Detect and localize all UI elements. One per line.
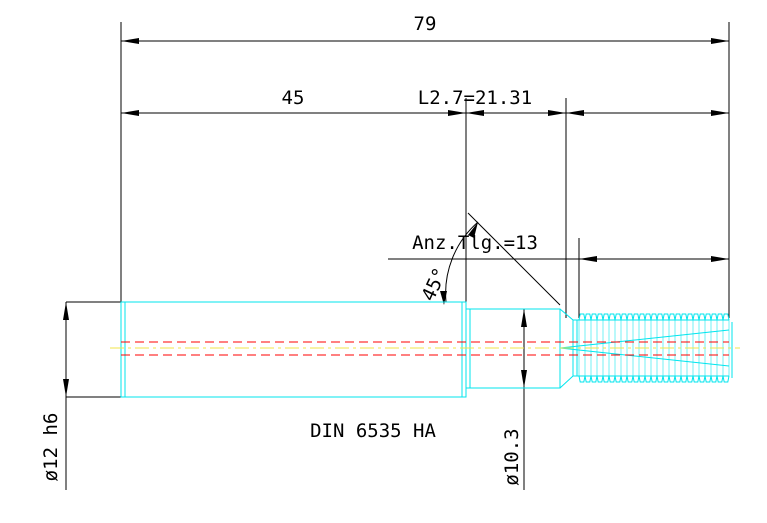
tool-outline [120,301,733,398]
dimension-shank-diameter: ø12 h6 [40,302,69,490]
dimension-thread-count: Anz.Tlg.=13 [388,232,729,262]
thread-length-label: L2.7=21.31 [418,87,532,109]
dimension-shank-length: 45 L2.7=21.31 [121,87,729,116]
total-length-label: 79 [414,13,437,35]
extension-lines [66,22,730,398]
neck-diameter-label: ø10.3 [501,428,523,485]
dimension-neck-diameter: ø10.3 [501,309,527,490]
dimension-total-length: 79 [121,13,729,44]
thread-count-label: Anz.Tlg.=13 [412,232,538,254]
coolant-channel [121,341,729,356]
chamfer-angle-label: 45° [417,264,451,304]
shank-diameter-label: ø12 h6 [40,413,62,482]
standard-label: DIN 6535 HA [310,420,436,442]
shank-length-label: 45 [282,87,305,109]
